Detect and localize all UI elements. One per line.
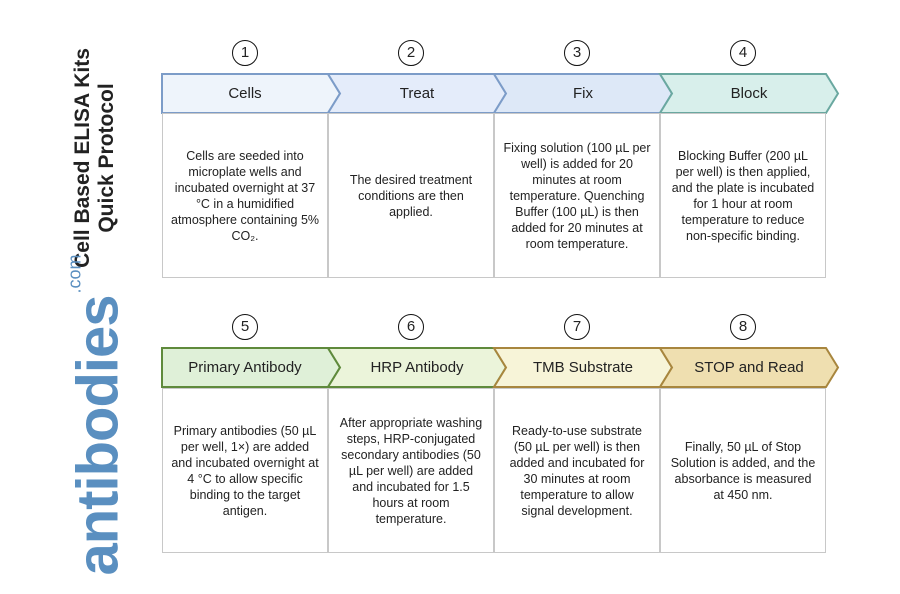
step-number: 1 bbox=[232, 40, 258, 66]
step-description: After appropriate washing steps, HRP-con… bbox=[328, 388, 494, 553]
step-arrow-8 bbox=[658, 347, 840, 388]
step-description: The desired treatment conditions are the… bbox=[328, 113, 494, 278]
step-number: 4 bbox=[730, 40, 756, 66]
step-number: 6 bbox=[398, 314, 424, 340]
step-number: 7 bbox=[564, 314, 590, 340]
step-description: Finally, 50 µL of Stop Solution is added… bbox=[660, 388, 826, 553]
step-label: TMB Substrate bbox=[532, 359, 634, 376]
step-number: 5 bbox=[232, 314, 258, 340]
step-description: Blocking Buffer (200 µL per well) is the… bbox=[660, 113, 826, 278]
step-number: 8 bbox=[730, 314, 756, 340]
step-label: Cells bbox=[228, 85, 262, 102]
step-label: STOP and Read bbox=[694, 359, 804, 376]
step-label: Treat bbox=[399, 85, 435, 102]
step-description: Primary antibodies (50 µL per well, 1×) … bbox=[162, 388, 328, 553]
step-description: Ready-to-use substrate (50 µL per well) … bbox=[494, 388, 660, 553]
step-description: Fixing solution (100 µL per well) is add… bbox=[494, 113, 660, 278]
step-label: Block bbox=[730, 85, 768, 102]
step-description: Cells are seeded into microplate wells a… bbox=[162, 113, 328, 278]
step-number: 2 bbox=[398, 40, 424, 66]
step-number: 3 bbox=[564, 40, 590, 66]
step-label: HRP Antibody bbox=[370, 359, 464, 376]
step-label: Fix bbox=[573, 85, 593, 102]
step-label: Primary Antibody bbox=[188, 359, 302, 376]
step-arrow-4 bbox=[658, 73, 840, 114]
